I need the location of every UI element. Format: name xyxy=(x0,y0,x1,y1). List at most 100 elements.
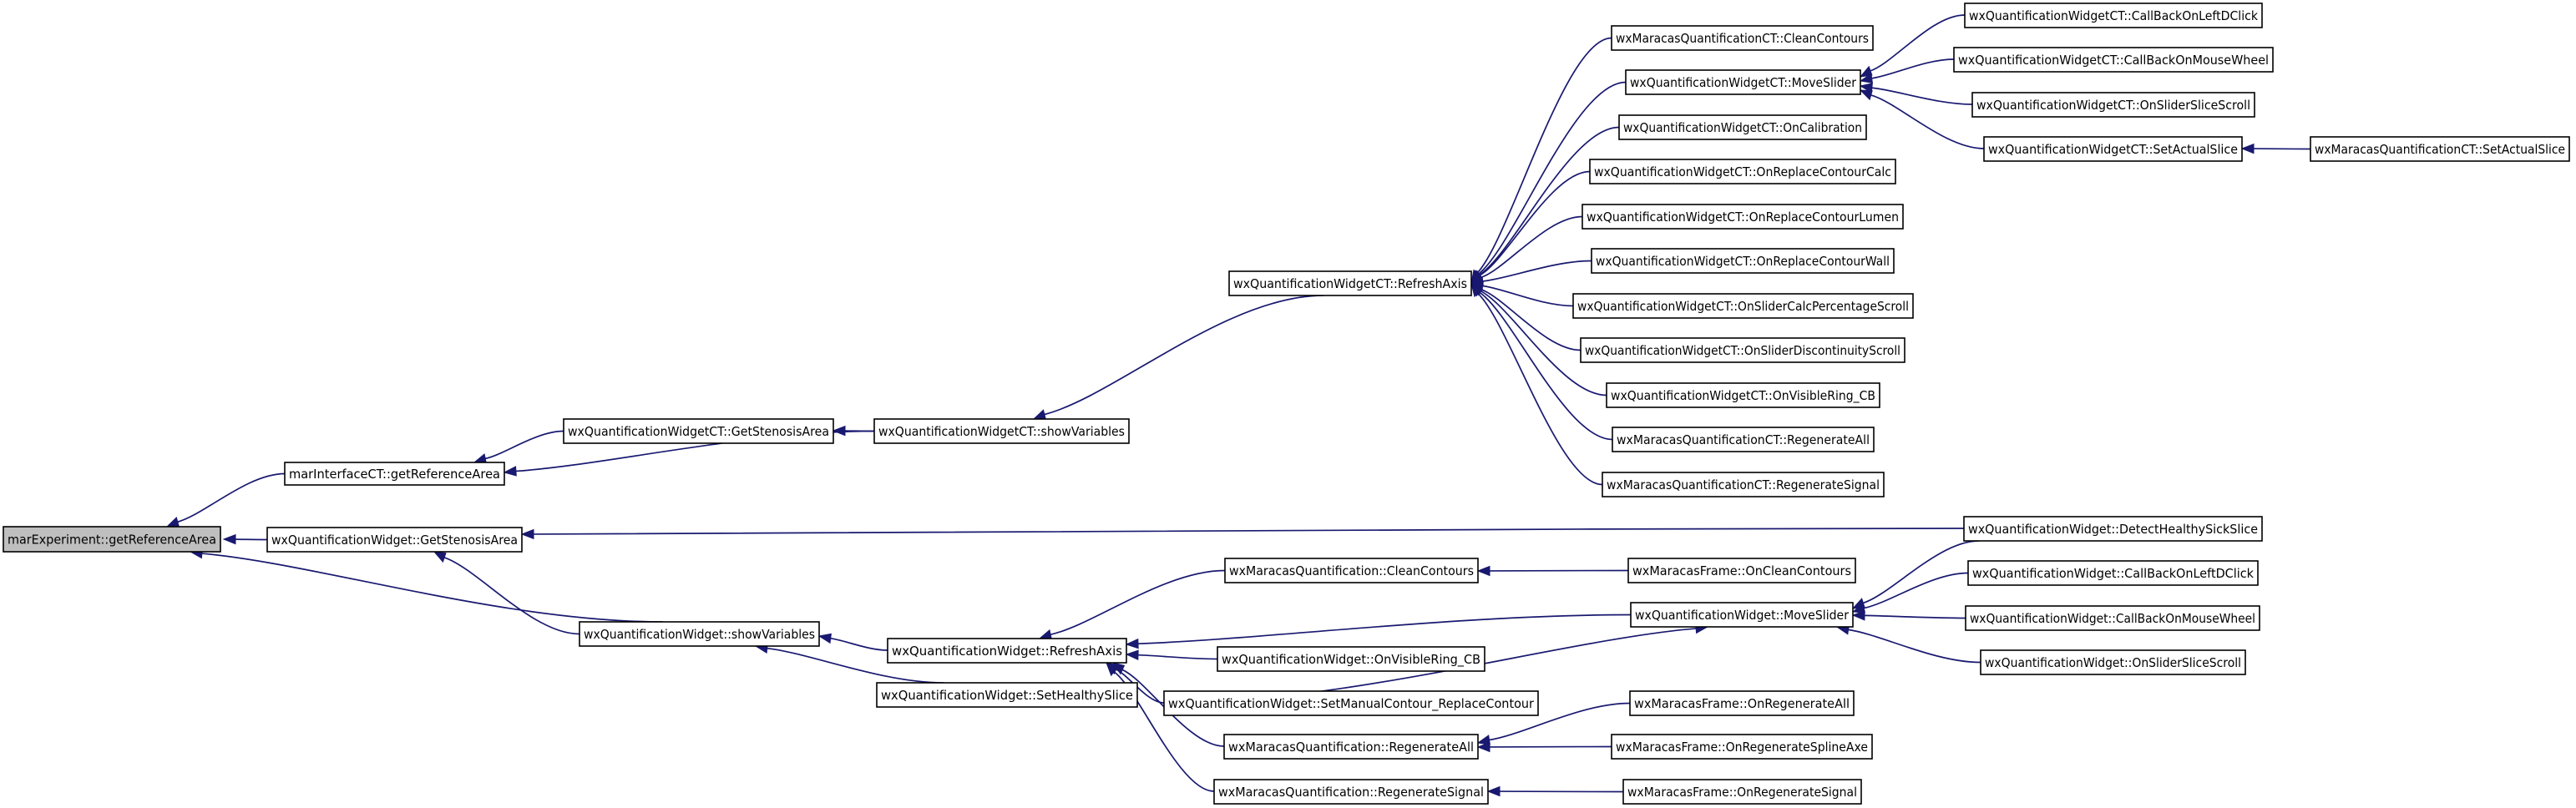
node-box[interactable] xyxy=(1580,337,1905,363)
node-box[interactable] xyxy=(1602,472,1885,497)
node-box[interactable] xyxy=(1625,69,1861,95)
node-qwct-ra[interactable]: wxQuantificationWidgetCT::RefreshAxis xyxy=(1228,270,1472,296)
node-label: wxMaracasFrame::OnRegenerateAll xyxy=(1634,696,1850,711)
arrowhead xyxy=(1470,282,1482,298)
node-box[interactable] xyxy=(1223,734,1479,760)
node-mq-rga[interactable]: wxMaracasQuantification::RegenerateAll xyxy=(1223,734,1479,760)
edge-line xyxy=(1480,290,1607,396)
node-qwct-cbld[interactable]: wxQuantificationWidgetCT::CallBackOnLeft… xyxy=(1964,3,2263,28)
node-box[interactable] xyxy=(2310,136,2570,162)
node-box[interactable] xyxy=(1582,204,1904,230)
node-qw-sss[interactable]: wxQuantificationWidget::OnSliderSliceScr… xyxy=(1980,649,2246,675)
node-box[interactable] xyxy=(1627,558,1856,583)
edge-line xyxy=(201,553,664,623)
node-qw-smc[interactable]: wxQuantificationWidget::SetManualContour… xyxy=(1163,690,1539,716)
node-qw-cbld[interactable]: wxQuantificationWidget::CallBackOnLeftDC… xyxy=(1967,560,2259,586)
node-box[interactable] xyxy=(1983,136,2243,162)
node-box[interactable] xyxy=(1629,690,1855,716)
node-label: wxQuantificationWidget::SetManualContour… xyxy=(1168,696,1535,712)
node-mqct-rga[interactable]: wxMaracasQuantificationCT::RegenerateAll xyxy=(1612,427,1875,452)
node-qwct-gsa[interactable]: wxQuantificationWidgetCT::GetStenosisAre… xyxy=(563,418,834,444)
node-box[interactable] xyxy=(1591,248,1895,274)
arrowhead xyxy=(1125,649,1139,660)
node-box[interactable] xyxy=(1953,47,2274,73)
node-box[interactable] xyxy=(1630,602,1854,628)
node-label: wxQuantificationWidget::CallBackOnMouseW… xyxy=(1970,611,2255,626)
edge-line xyxy=(830,637,888,651)
node-qwct-ms[interactable]: wxQuantificationWidgetCT::MoveSlider xyxy=(1625,69,1861,95)
node-box[interactable] xyxy=(1228,270,1472,296)
edge-line xyxy=(1137,654,1218,660)
node-qwct-sv[interactable]: wxQuantificationWidgetCT::showVariables xyxy=(873,418,1130,444)
node-mqct-rgs[interactable]: wxMaracasQuantificationCT::RegenerateSig… xyxy=(1602,472,1885,497)
node-mf-occ[interactable]: wxMaracasFrame::OnCleanContours xyxy=(1627,558,1856,583)
node-mf-orsa[interactable]: wxMaracasFrame::OnRegenerateSplineAxe xyxy=(1611,734,1873,760)
node-box[interactable] xyxy=(579,621,820,647)
node-box[interactable] xyxy=(1572,293,1914,319)
node-qw-gsa[interactable]: wxQuantificationWidget::GetStenosisArea xyxy=(266,527,523,553)
node-qw-dhs[interactable]: wxQuantificationWidget::DetectHealthySic… xyxy=(1963,516,2263,542)
node-box[interactable] xyxy=(1213,779,1489,805)
node-mq-cc[interactable]: wxMaracasQuantification::CleanContours xyxy=(1224,558,1479,583)
edge-qwct_gsa-to-mi_gra xyxy=(473,430,564,464)
node-box[interactable] xyxy=(266,527,523,553)
edge-qw_gsa-to-root xyxy=(222,533,268,545)
node-mi-gra[interactable]: marInterfaceCT::getReferenceArea xyxy=(284,462,505,486)
node-box[interactable] xyxy=(873,418,1130,444)
node-box[interactable] xyxy=(1612,427,1875,452)
node-mqct-cc[interactable]: wxMaracasQuantificationCT::CleanContours xyxy=(1611,25,1874,51)
node-box[interactable] xyxy=(876,682,1138,708)
node-box[interactable] xyxy=(1618,114,1867,140)
edge-line xyxy=(1479,170,1591,276)
node-qw-vr[interactable]: wxQuantificationWidget::OnVisibleRing_CB xyxy=(1217,646,1485,672)
node-root[interactable]: marExperiment::getReferenceArea xyxy=(3,526,221,553)
node-qwct-cbmw[interactable]: wxQuantificationWidgetCT::CallBackOnMous… xyxy=(1953,47,2274,73)
node-box[interactable] xyxy=(1224,558,1479,583)
node-label: wxQuantificationWidgetCT::CallBackOnMous… xyxy=(1958,53,2269,68)
node-box[interactable] xyxy=(1971,92,2255,118)
node-box[interactable] xyxy=(284,462,505,486)
node-box[interactable] xyxy=(1611,25,1874,51)
node-mq-rgs[interactable]: wxMaracasQuantification::RegenerateSigna… xyxy=(1213,779,1489,805)
node-box[interactable] xyxy=(1589,159,1896,184)
node-qwct-rcl[interactable]: wxQuantificationWidgetCT::OnReplaceConto… xyxy=(1582,204,1904,230)
node-box[interactable] xyxy=(1965,605,2260,631)
node-qw-ms[interactable]: wxQuantificationWidget::MoveSlider xyxy=(1630,602,1854,628)
node-qwct-cal[interactable]: wxQuantificationWidgetCT::OnCalibration xyxy=(1618,114,1867,140)
node-qwct-sas[interactable]: wxQuantificationWidgetCT::SetActualSlice xyxy=(1983,136,2243,162)
node-box[interactable] xyxy=(1967,560,2259,586)
node-qw-ra[interactable]: wxQuantificationWidget::RefreshAxis xyxy=(887,638,1127,664)
node-qw-sv[interactable]: wxQuantificationWidget::showVariables xyxy=(579,621,820,647)
node-box[interactable] xyxy=(1217,646,1485,672)
node-qwct-scp[interactable]: wxQuantificationWidgetCT::OnSliderCalcPe… xyxy=(1572,293,1914,319)
node-box[interactable] xyxy=(563,418,834,444)
node-box[interactable] xyxy=(1980,649,2246,675)
node-mqct-sas[interactable]: wxMaracasQuantificationCT::SetActualSlic… xyxy=(2310,136,2570,162)
node-label: wxQuantificationWidgetCT::OnCalibration xyxy=(1623,120,1862,135)
node-qwct-sds[interactable]: wxQuantificationWidgetCT::OnSliderDiscon… xyxy=(1580,337,1905,363)
node-label: wxQuantificationWidgetCT::showVariables xyxy=(878,424,1125,439)
edge-line xyxy=(1482,260,1592,282)
node-qwct-rcc[interactable]: wxQuantificationWidgetCT::OnReplaceConto… xyxy=(1589,159,1896,184)
node-qw-cbmw[interactable]: wxQuantificationWidget::CallBackOnMouseW… xyxy=(1965,605,2260,631)
node-box[interactable] xyxy=(1622,779,1862,805)
arrowhead xyxy=(1106,661,1117,677)
node-box[interactable] xyxy=(887,638,1127,664)
node-box[interactable] xyxy=(1963,516,2263,542)
node-mf-orgs[interactable]: wxMaracasFrame::OnRegenerateSignal xyxy=(1622,779,1862,805)
node-box[interactable] xyxy=(1163,690,1539,716)
edge-line xyxy=(1050,569,1226,636)
node-box[interactable] xyxy=(3,526,221,553)
arrowhead xyxy=(817,633,832,644)
node-box[interactable] xyxy=(1606,382,1880,408)
node-qwct-rcw[interactable]: wxQuantificationWidgetCT::OnReplaceConto… xyxy=(1591,248,1895,274)
node-box[interactable] xyxy=(1964,3,2263,28)
node-box[interactable] xyxy=(1611,734,1873,760)
node-qwct-vr[interactable]: wxQuantificationWidgetCT::OnVisibleRing_… xyxy=(1606,382,1880,408)
arrowhead xyxy=(1125,638,1139,649)
node-qwct-sss[interactable]: wxQuantificationWidgetCT::OnSliderSliceS… xyxy=(1971,92,2255,118)
arrowhead xyxy=(1486,785,1501,797)
node-qw-shs[interactable]: wxQuantificationWidget::SetHealthySlice xyxy=(876,682,1138,708)
node-mf-orga[interactable]: wxMaracasFrame::OnRegenerateAll xyxy=(1629,690,1855,716)
edge-line xyxy=(1863,540,1980,604)
